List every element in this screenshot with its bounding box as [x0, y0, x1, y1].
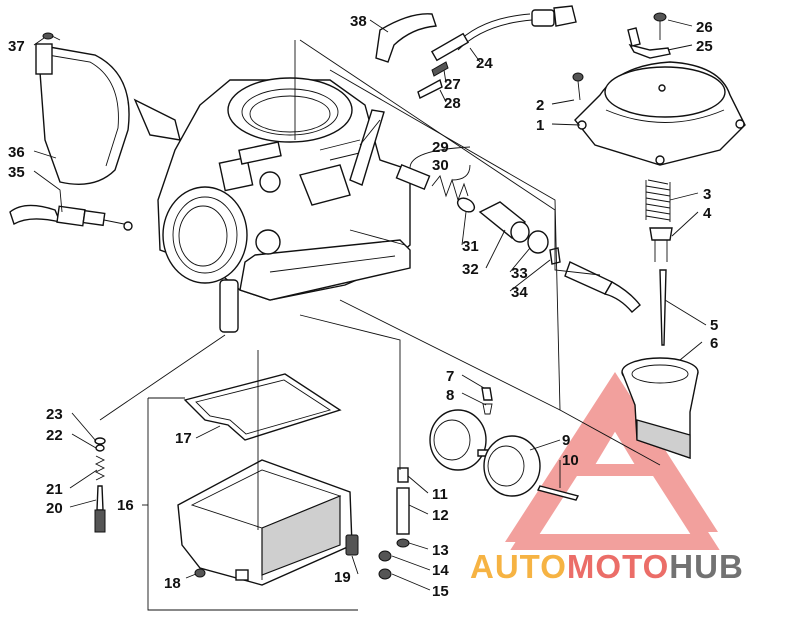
float-pin-part-10 [536, 485, 580, 501]
drain-screw-part-19 [345, 534, 359, 556]
label-part-23: 23 [46, 406, 63, 423]
leader-lines [33, 19, 707, 611]
label-part-11: 11 [432, 486, 448, 503]
label-part-2: 2 [536, 97, 544, 114]
o-ring-part-31 [456, 197, 476, 213]
label-part-34: 34 [511, 284, 528, 301]
label-part-24: 24 [476, 55, 493, 72]
label-part-31: 31 [462, 238, 479, 255]
label-part-10: 10 [562, 452, 579, 469]
screw-part-18 [194, 568, 206, 578]
label-part-36: 36 [8, 144, 25, 161]
label-part-19: 19 [334, 569, 351, 586]
label-part-38: 38 [350, 13, 367, 30]
label-part-13: 13 [432, 542, 449, 559]
clip-part-8 [482, 403, 493, 415]
label-part-35: 35 [8, 164, 25, 181]
washer-part-13 [396, 538, 410, 548]
label-part-25: 25 [696, 38, 713, 55]
label-part-26: 26 [696, 19, 713, 36]
fitting-part-33 [527, 230, 549, 254]
label-part-16: 16 [117, 497, 134, 514]
spring-part-21 [94, 455, 106, 481]
float-part-9 [429, 409, 541, 497]
label-part-15: 15 [432, 583, 449, 600]
side-cover-part-36 [35, 43, 130, 185]
carburetor-body [133, 77, 411, 333]
label-part-22: 22 [46, 427, 63, 444]
nut-part-14 [378, 550, 392, 562]
label-part-12: 12 [432, 507, 449, 524]
label-part-21: 21 [46, 481, 63, 498]
needle-valve-part-7 [481, 387, 493, 401]
label-part-1: 1 [536, 117, 544, 134]
label-part-30: 30 [432, 157, 449, 174]
cable-bracket-part-25 [627, 27, 671, 59]
pilot-screw-part-20 [94, 485, 106, 533]
cable-end-fitting [564, 261, 641, 313]
label-part-9: 9 [562, 432, 570, 449]
label-part-20: 20 [46, 500, 63, 517]
part-labels: 1 2 3 4 5 6 7 8 9 10 11 12 13 14 15 16 1… [8, 13, 718, 600]
main-jet-part-11 [397, 467, 409, 483]
gasket-part-17 [183, 373, 342, 441]
needle-retainer-part-4 [649, 227, 673, 262]
spring-part-3 [645, 179, 671, 222]
choke-cable-part-35 [9, 204, 133, 231]
washer-part-23 [94, 437, 106, 445]
screw-part-2 [572, 72, 584, 101]
label-part-4: 4 [703, 205, 712, 222]
label-part-8: 8 [446, 387, 454, 404]
throttle-cable-part-24 [430, 5, 577, 62]
needle-jet-part-12 [396, 487, 410, 535]
watermark-logo-triangle [505, 372, 720, 550]
cable-adjuster-part-27 [431, 61, 449, 77]
label-part-5: 5 [710, 317, 718, 334]
cable-adjuster-part-28 [417, 78, 443, 99]
label-part-27: 27 [444, 76, 461, 93]
watermark-logo-text: AUTOMOTOHUB [470, 548, 744, 585]
float-bowl-part-16 [177, 459, 353, 586]
label-part-14: 14 [432, 562, 449, 579]
vent-hose-part-38 [375, 13, 437, 63]
idle-adjust-screw-part-29 [395, 163, 431, 191]
label-part-6: 6 [710, 335, 718, 352]
top-cover-part-1 [574, 61, 746, 166]
svg-text:AUTOMOTOHUB: AUTOMOTOHUB [470, 548, 744, 585]
throttle-slide-part-6 [621, 357, 699, 459]
label-part-7: 7 [446, 368, 454, 385]
watermark-moto: MOTO [567, 548, 669, 585]
label-part-37: 37 [8, 38, 25, 55]
screw-part-26 [653, 12, 667, 40]
label-part-33: 33 [511, 265, 528, 282]
fitting-part-32 [478, 201, 530, 243]
label-part-3: 3 [703, 186, 711, 203]
watermark-auto: AUTO [470, 548, 567, 585]
screw-part-37 [42, 32, 61, 41]
label-part-29: 29 [432, 139, 449, 156]
jet-part-15 [378, 568, 392, 580]
label-part-18: 18 [164, 575, 181, 592]
assembly-lines [99, 39, 661, 530]
label-part-28: 28 [444, 95, 461, 112]
o-ring-part-22 [95, 444, 105, 452]
label-part-32: 32 [462, 261, 479, 278]
jet-needle-part-5 [659, 269, 667, 346]
spring-part-30 [431, 175, 469, 202]
watermark-hub: HUB [669, 548, 744, 585]
label-part-17: 17 [175, 430, 192, 447]
